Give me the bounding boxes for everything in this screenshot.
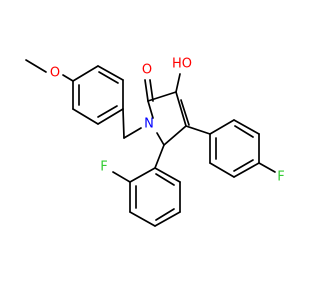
bond-c3-oh (175, 73, 181, 93)
hydroxyl-label: HO (172, 57, 192, 72)
bond-fp4 (233, 162, 260, 178)
bond-op-f (112, 171, 131, 183)
bond-op3 (129, 211, 156, 227)
bond-op-inner2 (155, 208, 175, 221)
bond-ar2 (97, 65, 124, 81)
bond-ar-inner2 (97, 105, 118, 118)
bond-ar1 (72, 65, 99, 82)
ring-nitrogen-label: N (144, 117, 154, 132)
bond-fp-f (258, 162, 276, 173)
ortho-fluorophenyl-ring (129, 167, 181, 227)
molecule-structure: O O HO N F F (25, 57, 285, 227)
molecule-canvas: O O HO N F F (25, 56, 285, 227)
fluorophenyl-ring (209, 119, 260, 178)
bond-op-inner3 (155, 173, 175, 186)
bond-fp5 (209, 162, 235, 178)
bond-ar5 (72, 108, 99, 125)
bond-fp-inner1 (234, 125, 254, 138)
bond-op4 (154, 211, 181, 227)
bond-c5-n (156, 132, 165, 146)
methoxy-oxygen-label: O (50, 66, 60, 81)
bond-c4-c5 (163, 125, 187, 146)
ortho-fluorine-label: F (100, 160, 107, 175)
bond-methyl-o (25, 59, 47, 73)
bond-o-aryl (62, 74, 74, 82)
bond-ar-inner1 (98, 71, 119, 84)
bond-fp2 (233, 119, 260, 135)
bond-ch2-n (123, 127, 142, 139)
bond-c4-aryl (185, 125, 211, 135)
bond-c3-c4-double (180, 99, 190, 126)
bond-carbonyl-1 (144, 79, 149, 102)
carbonyl-oxygen-label: O (142, 63, 152, 78)
bond-c5-aryl (154, 144, 165, 169)
bond-fp1 (209, 119, 235, 135)
bond-c3-c4 (175, 91, 187, 127)
bond-op1 (129, 167, 156, 183)
bond-ring-ch2 (122, 108, 125, 139)
methoxyphenyl-ring (72, 65, 124, 125)
bond-fp-inner2 (233, 159, 254, 172)
bond-n-c2 (147, 100, 154, 119)
bond-ar4 (97, 108, 124, 125)
bond-op6 (154, 167, 181, 183)
pyrrolinone-ring (147, 91, 190, 146)
para-fluorine-label: F (277, 170, 284, 185)
bond-carbonyl-2 (149, 79, 154, 102)
